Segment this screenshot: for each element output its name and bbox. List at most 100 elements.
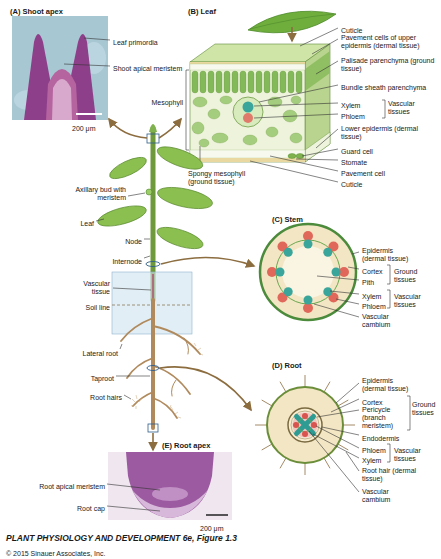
part-label: Cuticle <box>341 27 362 35</box>
spongy-cells <box>192 96 302 147</box>
label-anchor: Vascular tissues <box>394 293 438 309</box>
stem-cortex <box>260 224 356 320</box>
leader-line <box>317 276 359 280</box>
root-hairs <box>131 343 203 418</box>
part-label: Node <box>125 238 142 246</box>
leader-lines-plant <box>96 193 151 399</box>
part-label: Cuticle <box>341 181 362 189</box>
palisade-cells <box>192 71 302 93</box>
xylem <box>276 268 285 277</box>
panel-heading: (C) Stem <box>272 216 303 224</box>
leader-line <box>352 252 359 254</box>
leaf-block <box>190 44 330 162</box>
spongy-cell <box>290 133 302 143</box>
leader-line <box>348 267 359 269</box>
leader-line <box>300 28 338 46</box>
part-label: Taproot <box>91 375 114 383</box>
palisade-cell <box>232 71 238 93</box>
label-anchor: Pavement cell <box>341 167 438 178</box>
leader-line <box>302 149 338 156</box>
label-anchor: Vascular tissues <box>394 447 438 463</box>
part-label: Vascular tissues <box>394 447 438 463</box>
phloem <box>243 113 253 123</box>
palisade-cell <box>264 71 270 93</box>
part-label: Ground tissues <box>412 401 438 417</box>
copyright-note: © 2015 Sinauer Associates, Inc. <box>6 550 105 558</box>
part-label: Vascular tissue <box>78 280 110 296</box>
xylem <box>323 287 332 296</box>
leader-line <box>144 256 150 258</box>
label-anchor: Endodermis <box>362 432 408 443</box>
palisade-cell <box>248 71 254 93</box>
part-label: Root hairs <box>90 394 122 402</box>
label-anchor: Palisade parenchyma (ground tissue) <box>341 57 438 73</box>
panel-heading: (D) Root <box>272 362 302 370</box>
label-anchor: Ground tissues <box>412 401 438 417</box>
palisade-cell <box>240 71 246 93</box>
zoom-arrow <box>160 367 251 410</box>
spongy-cell <box>199 139 209 147</box>
xylem <box>284 287 293 296</box>
leaf-shape <box>96 202 148 230</box>
leaf-shape <box>155 223 206 253</box>
palisade-cell <box>200 71 206 93</box>
part-label: Axillary bud with meristem <box>58 186 126 202</box>
stem-pith <box>282 246 334 298</box>
leader-lines-a <box>64 38 110 66</box>
root-hair <box>262 444 272 450</box>
section-marker <box>146 262 160 267</box>
root-hair <box>280 382 286 392</box>
part-label: 200 μm <box>72 125 96 133</box>
root-xylem <box>297 417 314 434</box>
part-label: Epidermis (dermal tissue) <box>362 377 418 393</box>
side-palisade <box>305 51 330 91</box>
leader-line <box>316 426 359 448</box>
lateral-root <box>133 392 153 406</box>
leader-line <box>120 344 122 349</box>
leaf-shape <box>156 183 215 212</box>
zoom-arrow <box>152 433 154 450</box>
panel-heading: (B) Leaf <box>188 8 216 16</box>
vascular-cambium <box>276 240 340 304</box>
label-anchor: Root apical meristem <box>28 480 105 491</box>
stem-phloem <box>267 231 349 313</box>
part-label: Phloem <box>362 447 386 455</box>
label-anchor: Spongy mesophyll (ground tissue) <box>188 170 252 186</box>
leader-line <box>254 103 338 106</box>
part-label: Endodermis <box>362 435 399 443</box>
label-anchor: Xylem <box>362 454 388 465</box>
leader-line <box>128 193 145 196</box>
root-hair-lines <box>194 343 203 355</box>
phloem <box>311 422 317 428</box>
label-anchor: Lower epidermis (dermal tissue) <box>341 125 438 141</box>
leader-line <box>331 399 359 412</box>
leader-line <box>296 159 338 160</box>
root-hair-lines <box>255 375 355 475</box>
leader-line <box>107 506 160 511</box>
label-anchor: (C) Stem <box>272 213 332 224</box>
xylem <box>304 296 313 305</box>
root-meristem <box>152 487 188 501</box>
stem-xylem <box>276 240 341 305</box>
label-anchor: (A) Shoot apex <box>10 5 100 16</box>
leaf-icon <box>248 11 336 41</box>
lateral-root <box>172 380 177 396</box>
root-hair <box>305 375 306 387</box>
zoom-arrow <box>109 119 147 138</box>
part-label: Internode <box>112 258 142 266</box>
spongy-cell <box>192 122 204 134</box>
palisade-cell <box>256 71 262 93</box>
leaf-shape <box>107 153 149 183</box>
bracket <box>382 100 385 118</box>
label-anchor: Xylem <box>362 290 388 301</box>
zoom-arrow <box>161 257 254 266</box>
part-label: Root cap <box>77 505 105 513</box>
palisade-cell <box>192 71 198 93</box>
label-anchor: Epidermis (dermal tissue) <box>362 377 418 393</box>
vascular-cambium <box>298 418 312 432</box>
bracket <box>387 290 390 308</box>
label-anchor: Ground tissues <box>394 268 438 284</box>
label-anchor: (B) Leaf <box>188 5 248 16</box>
leaf-midrib <box>250 14 334 29</box>
leader-line <box>322 427 359 435</box>
